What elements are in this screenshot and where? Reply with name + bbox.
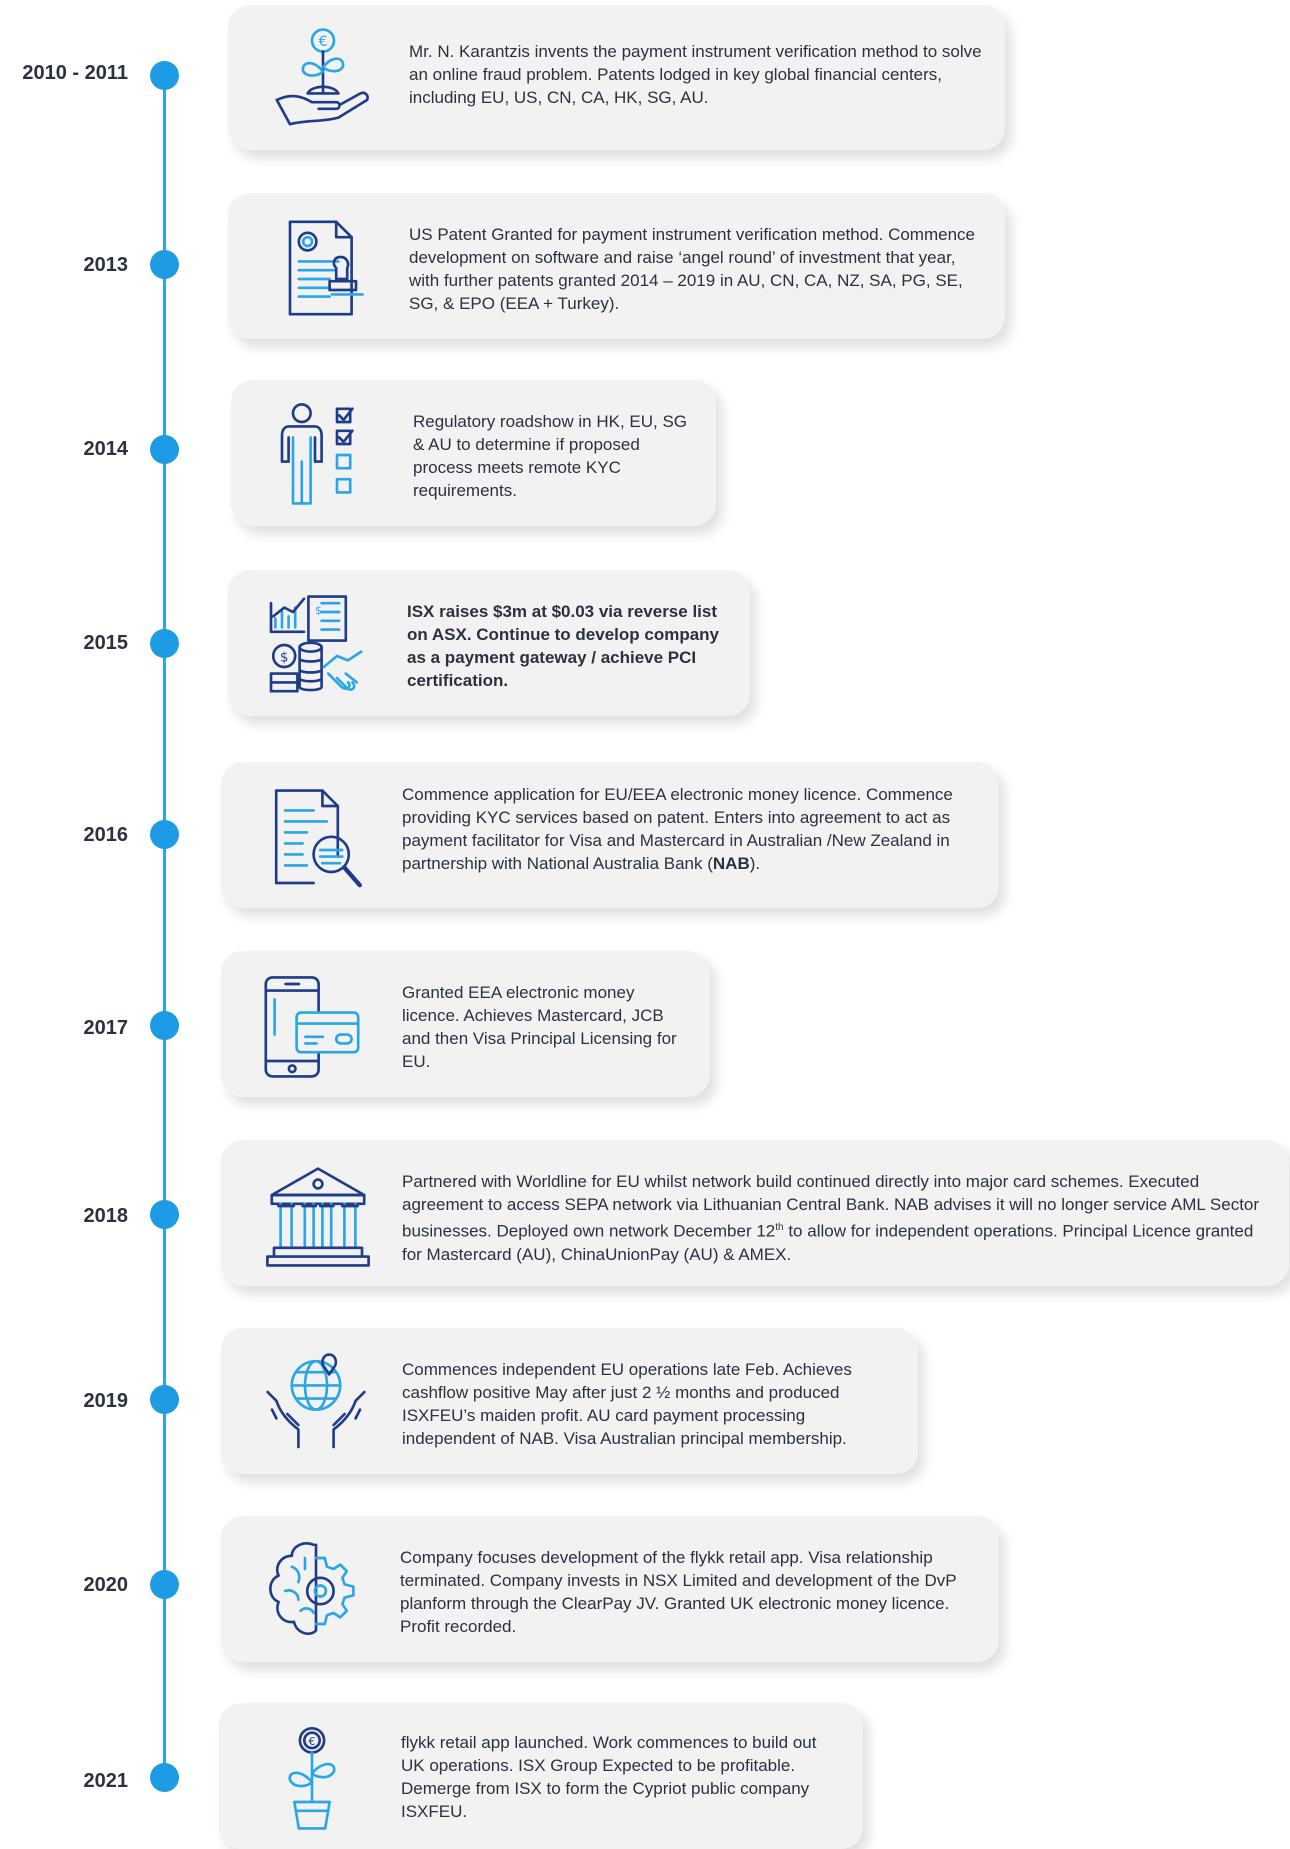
timeline-text-2016-end: ). — [749, 854, 761, 873]
year-label-2010: 2010 - 2011 — [22, 62, 128, 84]
timeline-card-2016: Commence application for EU/EEA electron… — [221, 762, 999, 908]
timeline-card-2017: Granted EEA electronic money licence. Ac… — [221, 951, 710, 1097]
brain-gear-icon — [261, 1536, 371, 1646]
svg-text:€: € — [309, 1735, 316, 1748]
phone-card-icon — [257, 973, 367, 1083]
timeline-dot-2014 — [150, 435, 179, 464]
timeline-text-2013: US Patent Granted for payment instrument… — [409, 225, 975, 313]
timeline-dot-2016 — [150, 820, 179, 849]
plant-hand-icon: € — [268, 23, 378, 133]
timeline-dot-2015 — [150, 629, 179, 658]
timeline-dot-2013 — [150, 250, 179, 279]
svg-text:$: $ — [280, 651, 288, 666]
year-label-2014: 2014 — [83, 438, 129, 460]
year-label-2018: 2018 — [83, 1205, 129, 1227]
year-label-2020: 2020 — [83, 1574, 129, 1596]
patent-document-stamp-icon — [268, 213, 378, 323]
timeline-card-2013: US Patent Granted for payment instrument… — [228, 193, 1005, 339]
timeline-text-2019: Commences independent EU operations late… — [402, 1360, 852, 1448]
timeline-card-2014: Regulatory roadshow in HK, EU, SG & AU t… — [231, 380, 716, 526]
svg-text:$: $ — [315, 604, 322, 617]
document-search-icon — [263, 784, 373, 894]
timeline-text-2018: Partnered with Worldline for EU whilst n… — [402, 1170, 1272, 1266]
timeline-line — [163, 70, 166, 1770]
timeline-dot-2010 — [150, 61, 179, 90]
timeline-text-2015: ISX raises $3m at $0.03 via reverse list… — [407, 602, 720, 690]
svg-text:€: € — [318, 34, 327, 50]
year-label-2016: 2016 — [83, 824, 129, 846]
timeline-card-2010: € Mr. N. Karantzis invents the payment i… — [228, 5, 1005, 150]
timeline-text-2016-main: Commence application for EU/EEA electron… — [402, 785, 953, 873]
year-label-2019: 2019 — [83, 1390, 129, 1412]
year-label-2013: 2013 — [83, 254, 129, 276]
timeline-text-2018-main: Partnered with Worldline for EU whilst n… — [402, 1172, 1260, 1241]
timeline-dot-2020 — [150, 1570, 179, 1599]
timeline-dot-2021 — [150, 1763, 179, 1792]
timeline-card-2020: Company focuses development of the flykk… — [221, 1516, 999, 1662]
timeline-text-2020: Company focuses development of the flykk… — [400, 1548, 957, 1636]
globe-hands-icon — [261, 1348, 371, 1458]
timeline-text-2017: Granted EEA electronic money licence. Ac… — [402, 983, 677, 1071]
timeline-text-2014: Regulatory roadshow in HK, EU, SG & AU t… — [413, 412, 688, 500]
year-label-2021: 2021 — [83, 1770, 129, 1792]
timeline-text-2018-sup: th — [775, 1222, 784, 1233]
timeline-dot-2018 — [150, 1200, 179, 1229]
bank-building-icon — [263, 1162, 373, 1272]
timeline-card-2021: € flykk retail app launched. Work commen… — [219, 1703, 863, 1849]
timeline-card-2018: Partnered with Worldline for EU whilst n… — [221, 1140, 1289, 1286]
euro-plant-pot-icon: € — [257, 1725, 367, 1835]
timeline-dot-2017 — [150, 1011, 179, 1040]
timeline-text-2016: Commence application for EU/EEA electron… — [402, 783, 987, 875]
timeline-text-2021: flykk retail app launched. Work commence… — [401, 1733, 817, 1821]
person-checklist-icon — [271, 400, 381, 510]
timeline-card-2015: $ $ ISX raises $3m at $0.03 via reverse … — [228, 570, 750, 716]
timeline-card-2019: Commences independent EU operations late… — [221, 1328, 918, 1474]
timeline-text-2016-bold: NAB — [712, 854, 750, 873]
timeline-text-2018-end: to allow for independent operations. Pri… — [402, 1221, 1254, 1264]
year-label-2015: 2015 — [83, 632, 129, 654]
timeline-dot-2019 — [150, 1385, 179, 1414]
timeline-text-2010: Mr. N. Karantzis invents the payment ins… — [409, 42, 982, 107]
finance-handshake-icon: $ $ — [260, 590, 370, 700]
year-label-2017: 2017 — [83, 1017, 129, 1039]
